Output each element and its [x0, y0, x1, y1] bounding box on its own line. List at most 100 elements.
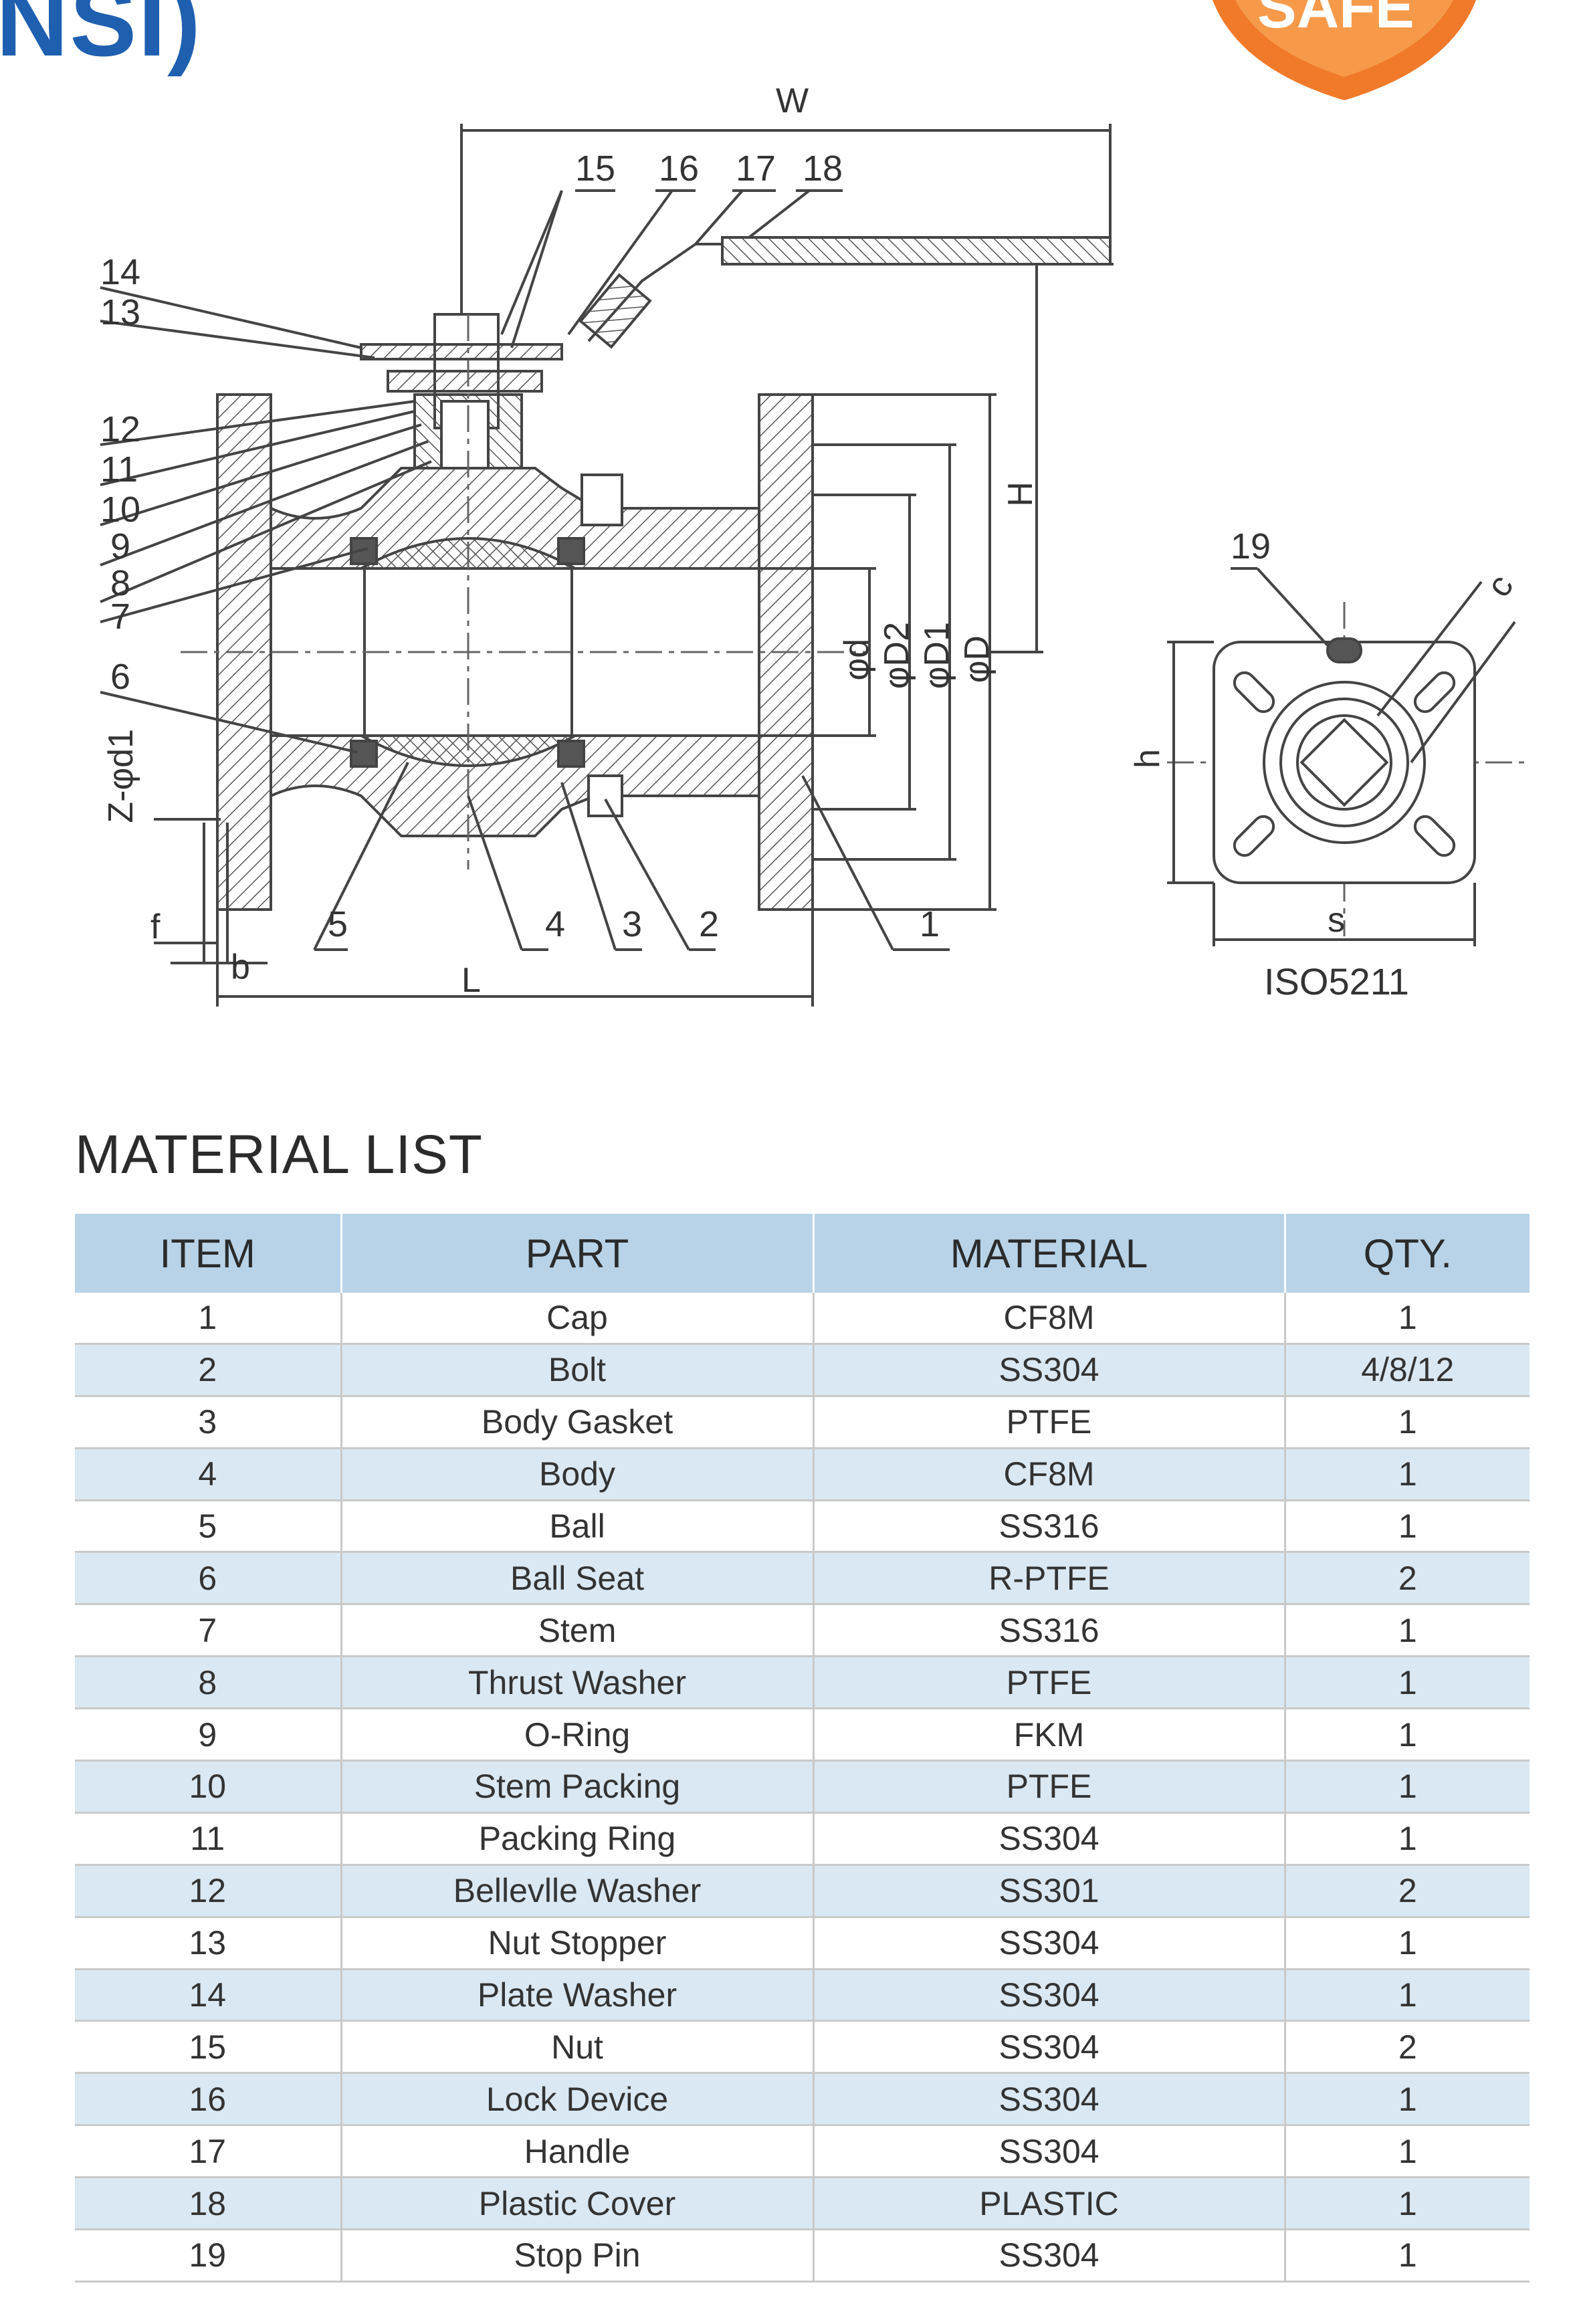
cell-item: 2	[75, 1344, 342, 1397]
cell-material: SS304	[813, 1344, 1286, 1397]
cell-part: Plastic Cover	[341, 2177, 815, 2231]
dimension-h: H	[1001, 482, 1040, 507]
dimension-w: W	[776, 82, 809, 120]
callout-1: 1	[920, 904, 940, 944]
callout-6: 6	[110, 657, 131, 697]
fire-safe-badge	[1212, 0, 1477, 100]
callout-14: 14	[100, 252, 141, 292]
cell-part: O-Ring	[341, 1708, 815, 1762]
cell-material: PTFE	[813, 1396, 1286, 1449]
cell-item: 19	[75, 2229, 342, 2283]
badge-text: SAFE	[1257, 0, 1414, 40]
cell-part: Stem Packing	[341, 1760, 815, 1814]
dimension-h-flange: h	[1128, 749, 1167, 768]
cell-item: 9	[75, 1708, 342, 1762]
cell-item: 16	[75, 2073, 342, 2127]
cell-qty: 1	[1285, 1656, 1530, 1710]
cell-qty: 1	[1285, 1917, 1530, 1970]
callout-19: 19	[1231, 526, 1271, 566]
cell-item: 14	[75, 1969, 342, 2022]
cell-part: Cap	[341, 1293, 815, 1345]
cell-item: 10	[75, 1760, 342, 1814]
cell-material: SS304	[813, 2073, 1286, 2127]
cell-qty: 1	[1285, 1969, 1530, 2022]
dimension-l: L	[461, 961, 481, 1000]
column-header-part: PART	[341, 1214, 815, 1293]
cell-material: SS304	[813, 2229, 1286, 2283]
cell-item: 8	[75, 1656, 342, 1710]
callout-8: 8	[110, 563, 131, 603]
cell-material: SS304	[813, 1969, 1286, 2022]
cell-item: 1	[75, 1293, 342, 1345]
cell-item: 15	[75, 2020, 342, 2075]
cell-part: Thrust Washer	[341, 1656, 815, 1710]
callout-4: 4	[545, 904, 566, 944]
valve-cross-section-drawing	[100, 124, 1525, 1007]
cell-qty: 1	[1285, 1812, 1530, 1866]
callout-2: 2	[699, 904, 720, 944]
column-header-material: MATERIAL	[813, 1214, 1286, 1293]
cell-qty: 1	[1285, 2229, 1530, 2283]
cell-material: SS304	[813, 2020, 1286, 2075]
callout-5: 5	[328, 904, 348, 944]
cell-part: Body	[341, 1448, 815, 1501]
cell-qty: 1	[1285, 2125, 1530, 2179]
callout-9: 9	[110, 526, 131, 566]
dimension-s: s	[1328, 901, 1345, 940]
cell-material: PTFE	[813, 1760, 1286, 1814]
material-list-title: MATERIAL LIST	[75, 1124, 483, 1185]
cell-qty: 1	[1285, 2177, 1530, 2231]
cell-item: 18	[75, 2177, 342, 2231]
cell-item: 5	[75, 1500, 342, 1554]
cell-part: Ball Seat	[341, 1552, 815, 1606]
column-header-item: ITEM	[75, 1214, 342, 1293]
cell-item: 12	[75, 1865, 342, 1918]
callout-16: 16	[659, 148, 700, 189]
cell-qty: 1	[1285, 1604, 1530, 1658]
callout-17: 17	[736, 148, 776, 189]
dimension-z-d1: Z-φd1	[102, 729, 140, 823]
cell-qty: 1	[1285, 1760, 1530, 1814]
column-header-qty: QTY.	[1285, 1214, 1530, 1293]
cell-qty: 1	[1285, 1708, 1530, 1762]
cell-qty: 1	[1285, 1293, 1530, 1345]
cell-part: Nut	[341, 2020, 815, 2075]
table-header-row: ITEM PART MATERIAL QTY.	[75, 1214, 1530, 1293]
cell-part: Stop Pin	[341, 2229, 815, 2283]
cell-material: R-PTFE	[813, 1552, 1286, 1606]
cell-material: FKM	[813, 1708, 1286, 1762]
cell-material: SS301	[813, 1865, 1286, 1918]
cell-part: Packing Ring	[341, 1812, 815, 1866]
cell-part: Bolt	[341, 1344, 815, 1397]
callout-3: 3	[622, 904, 643, 944]
cell-item: 4	[75, 1448, 342, 1501]
cell-part: Ball	[341, 1500, 815, 1554]
cell-qty: 1	[1285, 1500, 1530, 1554]
cell-material: PLASTIC	[813, 2177, 1286, 2231]
dimension-d1: φD1	[918, 622, 956, 690]
cell-item: 3	[75, 1396, 342, 1449]
cell-material: SS316	[813, 1500, 1286, 1554]
callout-10: 10	[100, 490, 141, 530]
cell-material: CF8M	[813, 1448, 1286, 1501]
cell-item: 11	[75, 1812, 342, 1866]
cell-part: Bellevlle Washer	[341, 1865, 815, 1918]
